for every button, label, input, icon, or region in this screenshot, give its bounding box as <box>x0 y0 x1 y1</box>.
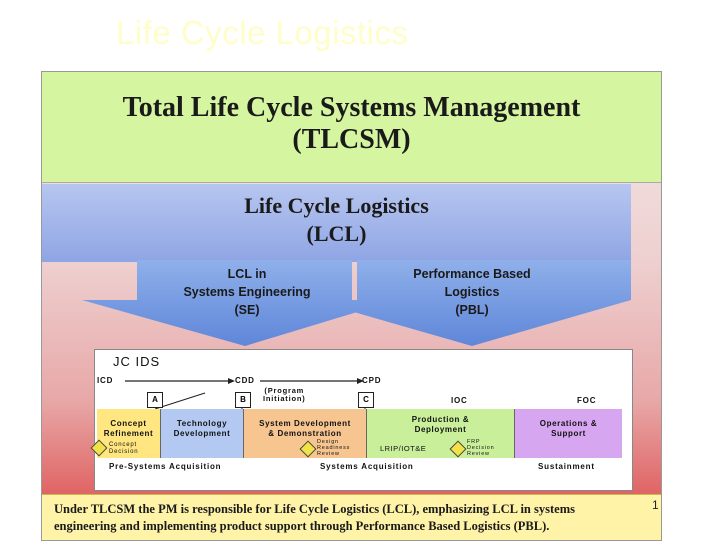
lcl-title: Life Cycle Logistics <box>244 193 429 218</box>
milestone-c: C <box>358 392 374 408</box>
phase-concept-refinement: Concept Refinement <box>97 409 161 458</box>
summary-line-1: Under TLCSM the PM is responsible for Li… <box>54 502 575 516</box>
pbl-arrow-label: Performance Based Logistics (PBL) <box>413 267 531 317</box>
tlcsm-banner: Total Life Cycle Systems Management (TLC… <box>42 72 661 183</box>
milestone-a: A <box>147 392 163 408</box>
icd-label: ICD <box>97 376 114 385</box>
se-arrow <box>82 260 397 346</box>
pre-systems-acquisition-label: Pre-Systems Acquisition <box>109 462 222 471</box>
sustainment-label: Sustainment <box>538 462 595 471</box>
systems-acquisition-label: Systems Acquisition <box>320 462 414 471</box>
milestone-b: B <box>235 392 251 408</box>
pbl-arrow <box>312 260 631 346</box>
ioc-label: IOC <box>451 396 468 405</box>
concept-decision-label: Concept Decision <box>109 442 139 455</box>
lcl-banner: Life Cycle Logistics (LCL) <box>42 184 631 262</box>
summary-line-2: engineering and implementing product sup… <box>54 519 550 533</box>
se-arrow-label: LCL in Systems Engineering (SE) <box>183 267 311 317</box>
slide-title: Life Cycle Logistics <box>116 14 409 51</box>
design-readiness-label: Design Readiness Review <box>317 439 351 457</box>
page-number: 1 <box>652 498 659 512</box>
phase-technology-development: Technology Development <box>161 409 244 458</box>
tlcsm-title: Total Life Cycle Systems Management <box>122 92 581 123</box>
frp-decision-label: FRP Decision Review <box>467 439 495 457</box>
acquisition-process-chart: JC IDS ICD CDD CPD (Program Initiation) … <box>90 349 633 491</box>
tlcsm-diagram: Total Life Cycle Systems Management (TLC… <box>41 71 662 541</box>
tlcsm-acronym: (TLCSM) <box>292 124 411 155</box>
cpd-label: CPD <box>362 376 382 385</box>
phase-production-deployment: Production & Deployment <box>367 409 515 458</box>
cdd-label: CDD <box>235 376 255 385</box>
summary-box: Under TLCSM the PM is responsible for Li… <box>42 494 661 540</box>
lcl-acronym: (LCL) <box>306 221 367 246</box>
program-initiation-label: (Program Initiation) <box>263 386 306 403</box>
jcids-label: JC IDS <box>113 354 161 369</box>
foc-label: FOC <box>577 396 597 405</box>
phase-operations-support: Operations & Support <box>515 409 622 458</box>
lcl-arrows <box>82 260 631 346</box>
lrip-label: LRIP/IOT&E <box>380 444 427 453</box>
